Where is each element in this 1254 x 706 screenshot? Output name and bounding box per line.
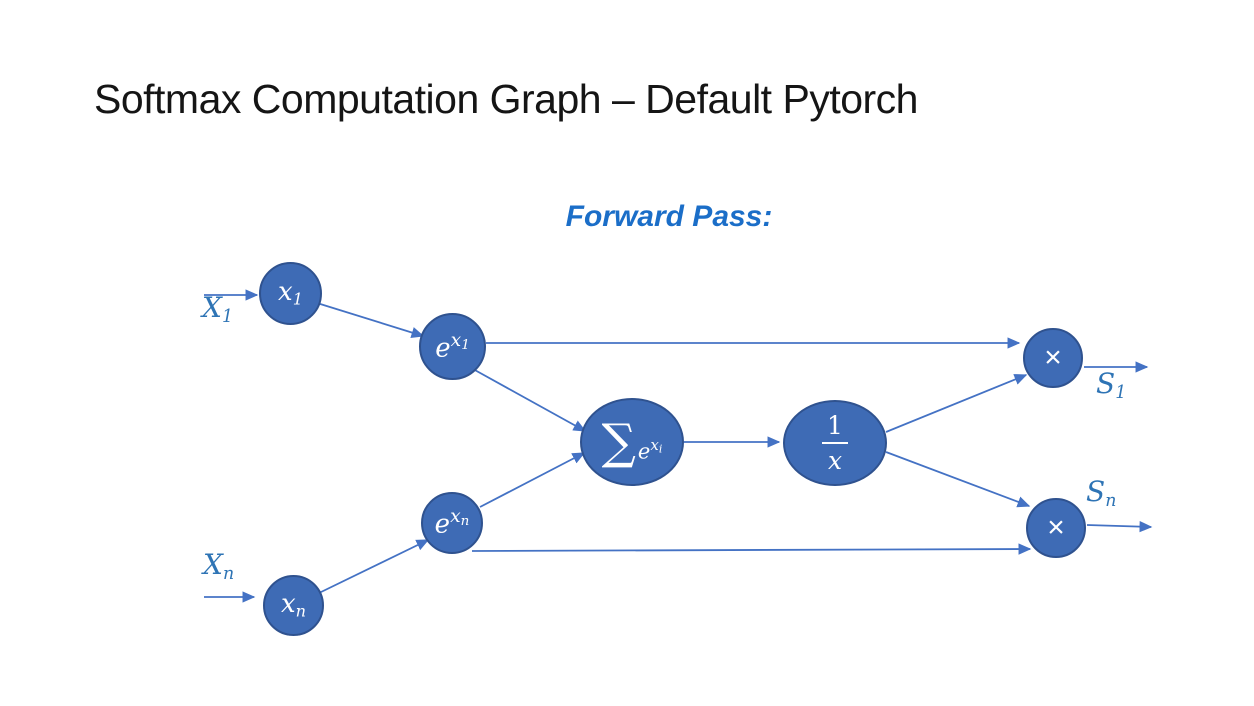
slide-title: Softmax Computation Graph – Default Pyto… xyxy=(94,76,918,122)
multiply-icon: × xyxy=(1047,511,1065,544)
edge-exn-to-mult2 xyxy=(471,543,1032,555)
node-exn-label: exn xyxy=(434,506,470,540)
edge-ex1-to-sum xyxy=(472,368,587,432)
node-exn: exn xyxy=(421,492,483,554)
output-label-sn: Sn xyxy=(1086,475,1117,511)
fraction-denominator: x xyxy=(827,446,843,475)
edge-exn-to-sum xyxy=(479,452,586,508)
node-reciprocal: 1 x xyxy=(783,400,887,486)
multiply-icon: × xyxy=(1044,341,1062,374)
input-label-xn: Xn xyxy=(203,548,235,584)
edge-inv-to-mult1 xyxy=(885,374,1028,433)
node-x1-label: x1 xyxy=(278,277,303,309)
node-ex1-label: ex1 xyxy=(435,329,470,364)
node-x1: x1 xyxy=(259,262,322,325)
node-sum-exp-label: exi xyxy=(637,435,663,464)
node-sum-exp: ∑ exi xyxy=(580,398,684,486)
sigma-symbol: ∑ xyxy=(601,414,636,470)
node-multiply-n: × xyxy=(1026,498,1086,558)
input-label-x1: X1 xyxy=(202,291,233,327)
edge-mult2-output xyxy=(1086,520,1153,533)
forward-pass-heading: Forward Pass: xyxy=(565,200,773,233)
fraction-numerator: 1 xyxy=(822,413,848,444)
node-reciprocal-label: 1 x xyxy=(822,413,848,473)
node-ex1: ex1 xyxy=(419,313,486,380)
edge-xn-to-exn xyxy=(318,539,430,594)
node-xn-label: xn xyxy=(280,589,307,621)
edge-inv-to-mult2 xyxy=(885,451,1031,508)
edge-x1-to-ex1 xyxy=(316,302,425,339)
node-multiply-1: × xyxy=(1023,328,1083,388)
node-xn: xn xyxy=(263,575,324,636)
output-label-s1: S1 xyxy=(1096,367,1127,403)
